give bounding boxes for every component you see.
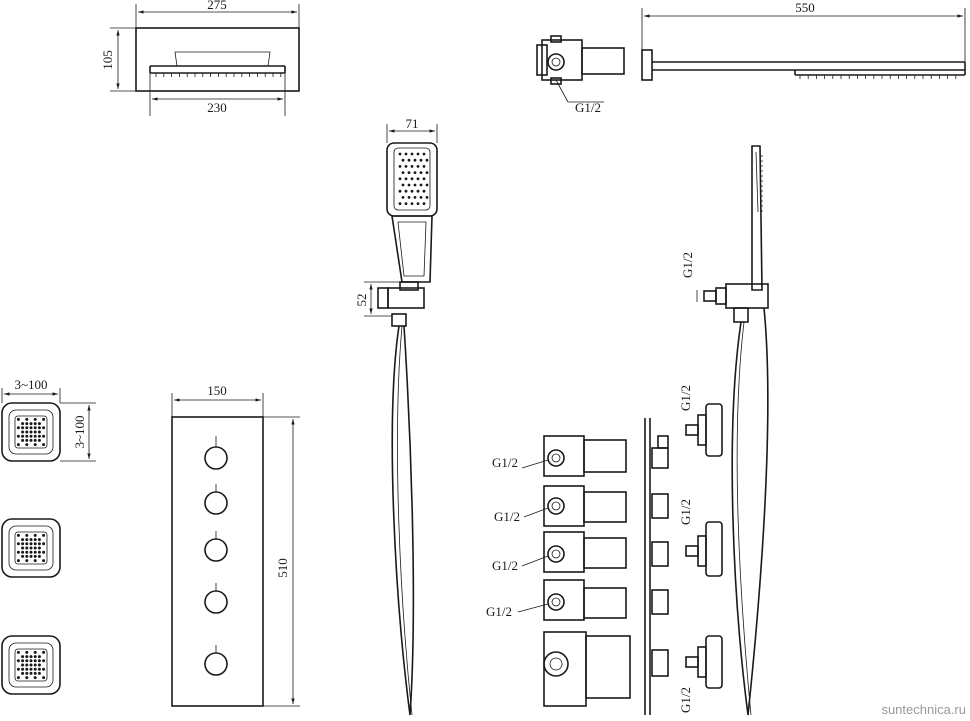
concealed-valve-body	[543, 418, 669, 715]
jet-1-thread-label: G1/2	[678, 385, 693, 411]
overhead-shower-top-view	[135, 27, 300, 92]
dimension-holder-height: 52	[354, 281, 400, 317]
body-jet-3	[1, 635, 61, 695]
dimension-overhead-height: 105	[100, 27, 136, 92]
body-jet-2	[1, 518, 61, 578]
body-jet-side-2: G1/2	[678, 499, 723, 577]
overhead-height-label: 105	[100, 50, 115, 70]
jet-3-thread-label: G1/2	[678, 687, 693, 713]
body-jet-1	[1, 402, 61, 462]
overhead-inner-width-label: 230	[207, 100, 227, 115]
holder-height-label: 52	[354, 294, 369, 307]
holder-thread-label: G1/2	[680, 252, 695, 278]
valve-thread-labels: G1/2 G1/2 G1/2 G1/2	[486, 455, 549, 619]
hand-shower-front	[377, 142, 438, 716]
handshower-width-label: 71	[406, 116, 419, 131]
wall-connector-thread-label: G1/2	[575, 100, 601, 115]
valve-4-thread-label: G1/2	[486, 604, 512, 619]
dimension-handshower-width: 71	[386, 116, 438, 143]
body-jet-side-3: G1/2	[678, 635, 723, 713]
valve-1-thread-label: G1/2	[492, 455, 518, 470]
dimension-panel-height: 510	[263, 416, 300, 707]
wall-connector: G1/2	[536, 35, 625, 115]
jet-2-thread-label: G1/2	[678, 499, 693, 525]
control-panel	[171, 416, 264, 707]
dimension-jet-width: 3~100	[1, 377, 61, 403]
body-jet-side-1: G1/2	[678, 385, 723, 457]
valve-3-thread-label: G1/2	[492, 558, 518, 573]
overhead-width-label: 275	[207, 0, 227, 12]
dimension-panel-width: 150	[171, 383, 264, 417]
panel-height-label: 510	[275, 558, 290, 578]
arm-length-label: 550	[795, 0, 815, 15]
valve-2-thread-label: G1/2	[494, 509, 520, 524]
jet-height-label: 3~100	[72, 415, 87, 448]
hand-shower-side: G1/2	[680, 145, 769, 716]
dimension-overhead-inner-width: 230	[149, 73, 286, 116]
dimension-arm-length: 550	[641, 0, 966, 62]
dimension-jet-height: 3~100	[60, 402, 96, 462]
panel-width-label: 150	[207, 383, 227, 398]
overhead-shower-side-view	[641, 49, 966, 81]
jet-width-label: 3~100	[14, 377, 47, 392]
dimension-overhead-width: 275	[135, 0, 300, 28]
watermark: suntechnica.ru	[881, 702, 966, 717]
